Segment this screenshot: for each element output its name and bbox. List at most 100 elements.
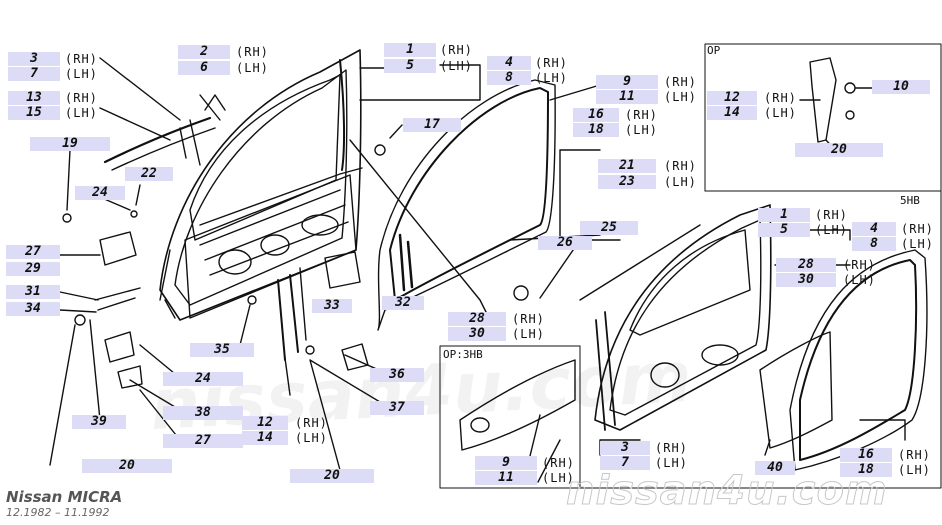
- callout-11: 11: [596, 90, 658, 104]
- side-lh: (LH): [625, 123, 658, 137]
- callout-34: 34: [6, 302, 60, 316]
- side-lh: (LH): [815, 223, 848, 237]
- callout-1: 1: [384, 43, 436, 57]
- callout-21: 21: [598, 159, 656, 173]
- callout-7: 7: [8, 67, 60, 81]
- callout-26: 26: [538, 236, 592, 250]
- side-rh: (RH): [512, 312, 545, 326]
- callout-16: 16: [573, 108, 619, 122]
- callout-16-5hb: 16: [840, 448, 892, 462]
- callout-20-op: 20: [795, 143, 883, 157]
- callout-1-5hb: 1: [758, 208, 810, 222]
- side-lh: (LH): [236, 61, 269, 75]
- callout-13: 13: [8, 91, 60, 105]
- side-rh: (RH): [295, 416, 328, 430]
- callout-12: 12: [242, 416, 288, 430]
- callout-32: 32: [382, 296, 424, 310]
- side-rh: (RH): [440, 43, 473, 57]
- side-rh: (RH): [535, 56, 568, 70]
- callout-19: 19: [30, 137, 110, 151]
- side-lh: (LH): [664, 90, 697, 104]
- side-rh: (RH): [542, 456, 575, 470]
- side-rh: (RH): [664, 159, 697, 173]
- callout-20: 20: [82, 459, 172, 473]
- callout-27: 27: [6, 245, 60, 259]
- callout-28-5hb: 28: [776, 258, 836, 272]
- side-lh: (LH): [898, 463, 931, 477]
- side-rh: (RH): [898, 448, 931, 462]
- side-lh: (LH): [764, 106, 797, 120]
- callout-14-op: 14: [707, 106, 757, 120]
- callout-8-5hb: 8: [852, 237, 896, 251]
- callout-6: 6: [178, 61, 230, 75]
- callout-4-5hb: 4: [852, 222, 896, 236]
- side-lh: (LH): [901, 237, 934, 251]
- callout-36: 36: [370, 368, 424, 382]
- callout-30-5hb: 30: [776, 273, 836, 287]
- callout-40: 40: [755, 461, 795, 475]
- callout-5-5hb: 5: [758, 223, 810, 237]
- side-lh: (LH): [843, 273, 876, 287]
- side-rh: (RH): [625, 108, 658, 122]
- side-lh: (LH): [542, 471, 575, 485]
- side-lh: (LH): [535, 71, 568, 85]
- box-title-5hb: 5HB: [900, 194, 920, 207]
- callout-35: 35: [190, 343, 254, 357]
- callout-15: 15: [8, 106, 60, 120]
- side-rh: (RH): [65, 91, 98, 105]
- callout-24b: 24: [163, 372, 243, 386]
- callout-3: 3: [8, 52, 60, 66]
- callout-25: 25: [580, 221, 638, 235]
- side-rh: (RH): [843, 258, 876, 272]
- callout-39: 39: [72, 415, 126, 429]
- callout-18: 18: [573, 123, 619, 137]
- model-title: Nissan MICRA: [6, 488, 123, 506]
- side-rh: (RH): [655, 441, 688, 455]
- side-lh: (LH): [65, 67, 98, 81]
- side-lh: (LH): [664, 175, 697, 189]
- side-rh: (RH): [664, 75, 697, 89]
- callout-30: 30: [448, 327, 506, 341]
- callout-24: 24: [75, 186, 125, 200]
- callout-4: 4: [487, 56, 531, 70]
- callout-31: 31: [6, 285, 60, 299]
- side-lh: (LH): [65, 106, 98, 120]
- callout-38: 38: [163, 406, 243, 420]
- side-rh: (RH): [764, 91, 797, 105]
- callout-9-3hb: 9: [475, 456, 537, 470]
- callout-29: 29: [6, 262, 60, 276]
- callout-17: 17: [403, 118, 461, 132]
- callout-11-3hb: 11: [475, 471, 537, 485]
- model-years: 12.1982 – 11.1992: [6, 506, 110, 519]
- callout-5: 5: [384, 59, 436, 73]
- side-rh: (RH): [236, 45, 269, 59]
- side-rh: (RH): [65, 52, 98, 66]
- callout-23: 23: [598, 175, 656, 189]
- callout-37: 37: [370, 401, 424, 415]
- side-lh: (LH): [440, 59, 473, 73]
- callout-28: 28: [448, 312, 506, 326]
- box-title-op3hb: OP:3HB: [443, 348, 483, 361]
- callout-18-5hb: 18: [840, 463, 892, 477]
- side-lh: (LH): [655, 456, 688, 470]
- callout-9: 9: [596, 75, 658, 89]
- side-lh: (LH): [295, 431, 328, 445]
- callout-14: 14: [242, 431, 288, 445]
- callout-2: 2: [178, 45, 230, 59]
- callout-33: 33: [312, 299, 352, 313]
- callout-10: 10: [872, 80, 930, 94]
- callout-12-op: 12: [707, 91, 757, 105]
- callout-22: 22: [125, 167, 173, 181]
- side-lh: (LH): [512, 327, 545, 341]
- callout-7-5hb: 7: [600, 456, 650, 470]
- callout-3-5hb: 3: [600, 441, 650, 455]
- callout-8: 8: [487, 71, 531, 85]
- callout-27b: 27: [163, 434, 243, 448]
- callout-20b: 20: [290, 469, 374, 483]
- side-rh: (RH): [901, 222, 934, 236]
- watermark: nissan4u.com: [566, 468, 888, 515]
- box-title-op: OP: [707, 44, 721, 57]
- side-rh: (RH): [815, 208, 848, 222]
